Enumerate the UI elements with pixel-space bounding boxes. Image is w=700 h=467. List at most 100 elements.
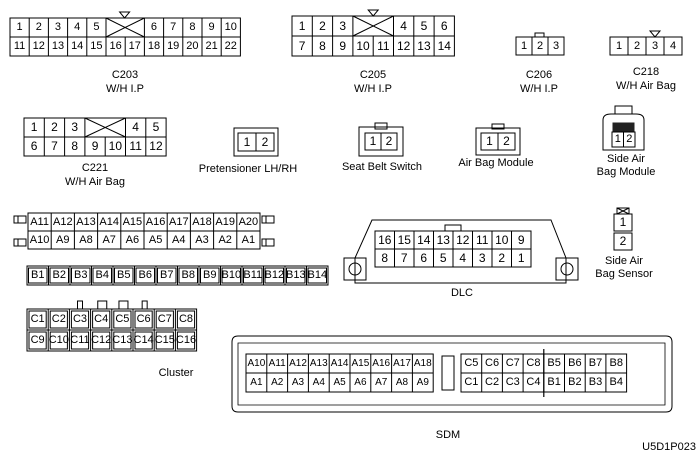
sideairbagmodule-lock-tab bbox=[614, 105, 633, 115]
label-air-bag-module: Air Bag Module bbox=[458, 157, 534, 169]
a-connector-latch bbox=[13, 238, 27, 247]
label-cluster: Cluster bbox=[158, 367, 194, 379]
label-c206-harness: W/H I.P bbox=[520, 83, 558, 95]
label-c205: C205 bbox=[359, 69, 387, 81]
label-dlc: DLC bbox=[450, 287, 473, 299]
dlc-right-ear bbox=[555, 257, 579, 281]
pin-cluster-C6: C6 bbox=[136, 313, 151, 325]
pin-b_conn-B5: B5 bbox=[117, 269, 131, 281]
label-c203-harness: W/H I.P bbox=[106, 83, 144, 95]
pin-dlc-5: 5 bbox=[439, 251, 447, 265]
pin-sdm-A10: A10 bbox=[247, 358, 266, 369]
pin-sdm-A13: A13 bbox=[309, 358, 328, 369]
pin-cluster-C11: C11 bbox=[70, 334, 90, 346]
label-c221: C221 bbox=[81, 162, 109, 174]
b-connector-pin-box bbox=[114, 267, 134, 284]
pin-a_conn-A17: A17 bbox=[168, 216, 189, 228]
pin-c205-1: 1 bbox=[298, 19, 306, 33]
label-c218-harness: W/H Air Bag bbox=[616, 80, 676, 92]
pin-a_conn-A4: A4 bbox=[172, 234, 186, 246]
pin-sdm-B1: B1 bbox=[547, 376, 561, 388]
pin-c203-19: 19 bbox=[167, 40, 180, 52]
pin-c221-7: 7 bbox=[51, 139, 58, 153]
sdm-outer-housing bbox=[231, 335, 673, 413]
pin-a_conn-A19: A19 bbox=[215, 216, 235, 228]
pin-sdm-B5: B5 bbox=[547, 357, 561, 369]
b-connector-pin-box bbox=[286, 267, 306, 284]
blank-cavity-mark bbox=[352, 15, 394, 37]
pin-c205-12: 12 bbox=[396, 39, 411, 53]
cluster-lock-tab bbox=[141, 300, 148, 310]
pin-seatbelt-1: 1 bbox=[369, 134, 377, 148]
pin-cluster-C1: C1 bbox=[30, 313, 45, 325]
pin-cluster-C14: C14 bbox=[133, 334, 154, 346]
pin-c205-8: 8 bbox=[319, 39, 326, 53]
pin-cluster-C5: C5 bbox=[115, 313, 130, 325]
pin-dlc-6: 6 bbox=[420, 251, 428, 265]
pin-a_conn-A8: A8 bbox=[79, 234, 93, 246]
pin-dlc-4: 4 bbox=[459, 251, 467, 265]
pin-sdm-B2: B2 bbox=[568, 376, 582, 388]
b-connector-pin-box bbox=[307, 267, 327, 284]
b-connector-pin-box bbox=[200, 267, 220, 284]
pin-dlc-16: 16 bbox=[378, 233, 392, 247]
label-side-air-bag-module: Side Air Bag Module bbox=[596, 153, 656, 178]
pin-sdm-A1: A1 bbox=[250, 377, 263, 388]
dlc-right-mount-hole bbox=[560, 262, 574, 276]
cluster-pin-box bbox=[113, 331, 132, 350]
pin-sdm-A12: A12 bbox=[289, 358, 307, 369]
pin-b_conn-B13: B13 bbox=[286, 269, 306, 281]
pin-airbagmodule-2: 2 bbox=[503, 134, 510, 148]
label-c206: C206 bbox=[525, 69, 553, 81]
pin-c206-2: 2 bbox=[536, 40, 544, 52]
pin-sdm-A15: A15 bbox=[351, 358, 370, 369]
pin-sdm-C2: C2 bbox=[485, 376, 500, 388]
label-seat-belt-switch: Seat Belt Switch bbox=[341, 161, 423, 173]
cluster-pin-box bbox=[28, 310, 47, 329]
pin-pretensioner-2: 2 bbox=[261, 135, 269, 149]
pin-cluster-C3: C3 bbox=[72, 313, 88, 325]
pin-b_conn-B9: B9 bbox=[203, 269, 217, 281]
label-sdm: SDM bbox=[435, 429, 461, 441]
pin-c203-6: 6 bbox=[150, 21, 158, 33]
pin-sdm-C8: C8 bbox=[526, 357, 541, 369]
pin-c203-16: 16 bbox=[109, 40, 122, 52]
pin-b_conn-B11: B11 bbox=[243, 269, 263, 281]
cluster-pin-box bbox=[134, 310, 153, 329]
pin-c221-11: 11 bbox=[129, 139, 142, 153]
pin-c203-22: 22 bbox=[224, 40, 237, 52]
pin-sdm-A9: A9 bbox=[416, 377, 429, 388]
pin-c205-4: 4 bbox=[400, 19, 407, 33]
pin-dlc-2: 2 bbox=[498, 251, 506, 265]
pin-dlc-1: 1 bbox=[517, 251, 525, 265]
pin-sdm-A2: A2 bbox=[271, 377, 284, 388]
pin-b_conn-B10: B10 bbox=[221, 269, 242, 281]
cluster-lock-tab bbox=[118, 300, 129, 310]
pin-dlc-10: 10 bbox=[495, 233, 509, 247]
pin-c221-8: 8 bbox=[71, 139, 79, 153]
pin-a_conn-A20: A20 bbox=[238, 216, 259, 228]
pin-sdm-C7: C7 bbox=[505, 357, 520, 369]
cluster-pin-box bbox=[92, 331, 111, 350]
label-side-air-bag-sensor: Side Air Bag Sensor bbox=[595, 255, 653, 280]
pin-a_conn-A6: A6 bbox=[125, 234, 140, 246]
pin-pretensioner-1: 1 bbox=[243, 135, 251, 149]
pin-c203-17: 17 bbox=[128, 40, 141, 52]
pin-cluster-C16: C16 bbox=[175, 334, 197, 346]
pin-b_conn-B2: B2 bbox=[52, 269, 66, 281]
cluster-pin-box bbox=[176, 331, 196, 350]
pin-sdm-B6: B6 bbox=[568, 357, 582, 369]
pin-sdm-A8: A8 bbox=[395, 377, 409, 388]
pin-c205-14: 14 bbox=[437, 39, 451, 53]
b-connector-pin-box bbox=[135, 267, 155, 284]
pin-c218-4: 4 bbox=[669, 40, 677, 52]
b-connector-pin-box bbox=[178, 267, 198, 284]
b-connector-pin-box bbox=[92, 267, 112, 284]
pin-a_conn-A18: A18 bbox=[192, 216, 212, 228]
pin-c205-11: 11 bbox=[377, 39, 390, 53]
pin-sdm-A14: A14 bbox=[330, 358, 349, 369]
pin-c203-3: 3 bbox=[54, 21, 62, 33]
pin-c221-6: 6 bbox=[30, 139, 38, 153]
pin-dlc-15: 15 bbox=[397, 233, 411, 247]
pin-sdm-C1: C1 bbox=[464, 376, 479, 388]
